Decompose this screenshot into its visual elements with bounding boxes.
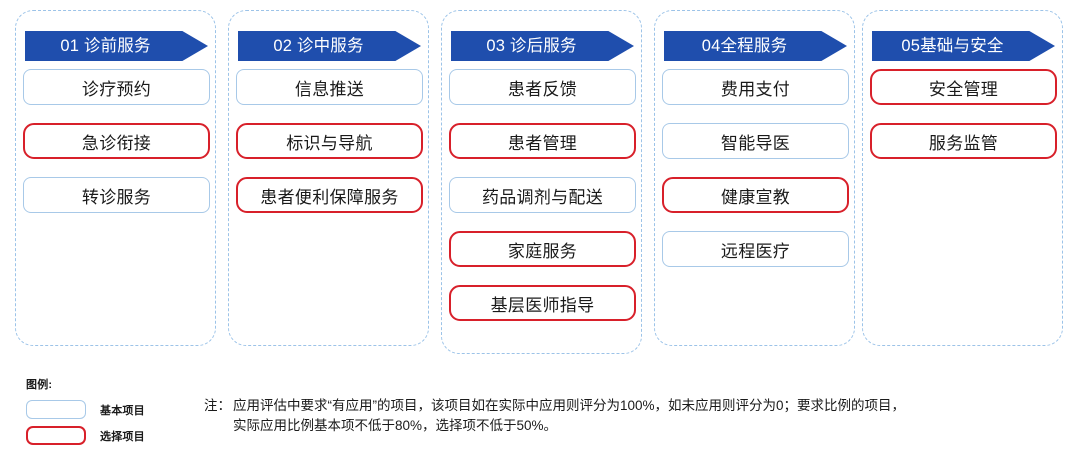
column-header-col-03: 03 诊后服务 — [451, 31, 634, 61]
item-list-col-05: 安全管理服务监管 — [870, 69, 1057, 177]
service-item[interactable]: 患者反馈 — [449, 69, 636, 105]
note-line-2: 实际应用比例基本项不低于80%，选择项不低于50%。 — [233, 418, 558, 433]
item-list-col-02: 信息推送标识与导航患者便利保障服务 — [236, 69, 423, 231]
column-header-col-04: 04全程服务 — [664, 31, 847, 61]
column-col-02: 02 诊中服务信息推送标识与导航患者便利保障服务 — [228, 10, 429, 346]
item-list-col-03: 患者反馈患者管理药品调剂与配送家庭服务基层医师指导 — [449, 69, 636, 339]
note-block: 注： 应用评估中要求“有应用”的项目，该项目如在实际中应用则评分为100%，如未… — [204, 396, 1064, 436]
column-col-01: 01 诊前服务诊疗预约急诊衔接转诊服务 — [15, 10, 216, 346]
item-list-col-01: 诊疗预约急诊衔接转诊服务 — [23, 69, 210, 231]
service-item[interactable]: 安全管理 — [870, 69, 1057, 105]
service-item[interactable]: 服务监管 — [870, 123, 1057, 159]
service-item[interactable]: 费用支付 — [662, 69, 849, 105]
legend-label-select: 选择项目 — [100, 430, 145, 443]
service-item[interactable]: 智能导医 — [662, 123, 849, 159]
service-item[interactable]: 远程医疗 — [662, 231, 849, 267]
service-item[interactable]: 患者管理 — [449, 123, 636, 159]
service-item[interactable]: 患者便利保障服务 — [236, 177, 423, 213]
legend-swatch-select-icon — [26, 426, 86, 445]
legend-label-basic: 基本项目 — [100, 404, 145, 417]
legend-swatch-basic-icon — [26, 400, 86, 419]
service-item[interactable]: 标识与导航 — [236, 123, 423, 159]
legend-item-select: 选择项目 — [26, 424, 206, 447]
column-header-col-02: 02 诊中服务 — [238, 31, 421, 61]
service-item[interactable]: 家庭服务 — [449, 231, 636, 267]
legend-item-basic: 基本项目 — [26, 398, 206, 421]
service-item[interactable]: 转诊服务 — [23, 177, 210, 213]
note-label: 注： — [204, 398, 231, 413]
service-item[interactable]: 药品调剂与配送 — [449, 177, 636, 213]
column-col-05: 05基础与安全安全管理服务监管 — [862, 10, 1063, 346]
column-header-col-05: 05基础与安全 — [872, 31, 1055, 61]
column-header-col-01: 01 诊前服务 — [25, 31, 208, 61]
note-line-1: 应用评估中要求“有应用”的项目，该项目如在实际中应用则评分为100%，如未应用则… — [233, 398, 906, 413]
note-body: 应用评估中要求“有应用”的项目，该项目如在实际中应用则评分为100%，如未应用则… — [233, 396, 1064, 436]
column-col-04: 04全程服务费用支付智能导医健康宣教远程医疗 — [654, 10, 855, 346]
service-item[interactable]: 健康宣教 — [662, 177, 849, 213]
legend: 图例: 基本项目 选择项目 — [26, 376, 206, 450]
service-item[interactable]: 信息推送 — [236, 69, 423, 105]
item-list-col-04: 费用支付智能导医健康宣教远程医疗 — [662, 69, 849, 285]
service-item[interactable]: 诊疗预约 — [23, 69, 210, 105]
column-col-03: 03 诊后服务患者反馈患者管理药品调剂与配送家庭服务基层医师指导 — [441, 10, 642, 354]
service-item[interactable]: 急诊衔接 — [23, 123, 210, 159]
legend-title: 图例: — [26, 379, 53, 391]
service-item[interactable]: 基层医师指导 — [449, 285, 636, 321]
